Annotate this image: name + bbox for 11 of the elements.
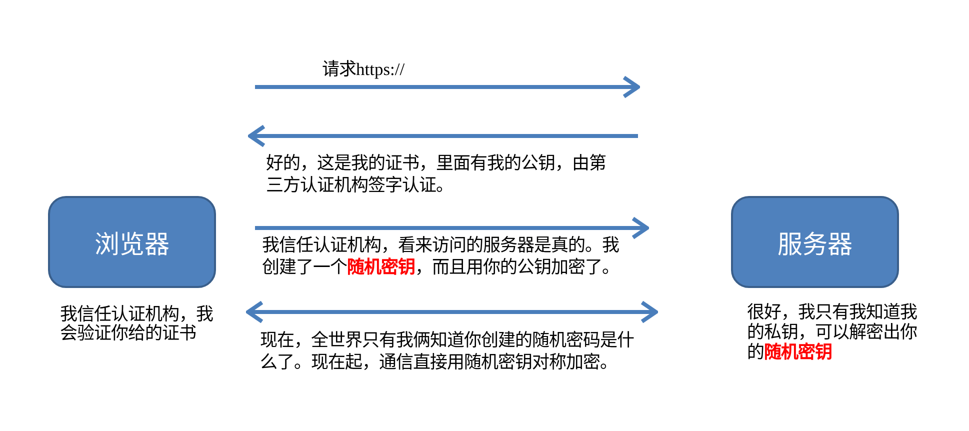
note-text: 我信任认证机构，我会验证你给的证书 xyxy=(60,305,214,343)
process-box: 浏览器 xyxy=(48,196,216,288)
process-box: 服务器 xyxy=(731,196,899,288)
arrow xyxy=(255,216,649,240)
edge-label: 好的，这是我的证书，里面有我的公钥，由第三方认证机构签字认证。 xyxy=(266,152,607,196)
edge-label: 现在，全世界只有我俩知道你创建的随机密码是什么了。现在起，通信直接用随机密钥对称加密。 xyxy=(260,329,635,373)
note-text: 很好，我只有我知道我的私钥，可以解密出你的随机密钥 xyxy=(747,302,918,362)
arrow-label: 请求https:// xyxy=(322,58,405,80)
double-arrow xyxy=(246,300,658,324)
edge-label: 我信任认证机构，看来访问的服务器是真的。我创建了一个随机密钥，而且用你的公钥加密了。 xyxy=(262,234,620,278)
arrow xyxy=(248,124,638,148)
